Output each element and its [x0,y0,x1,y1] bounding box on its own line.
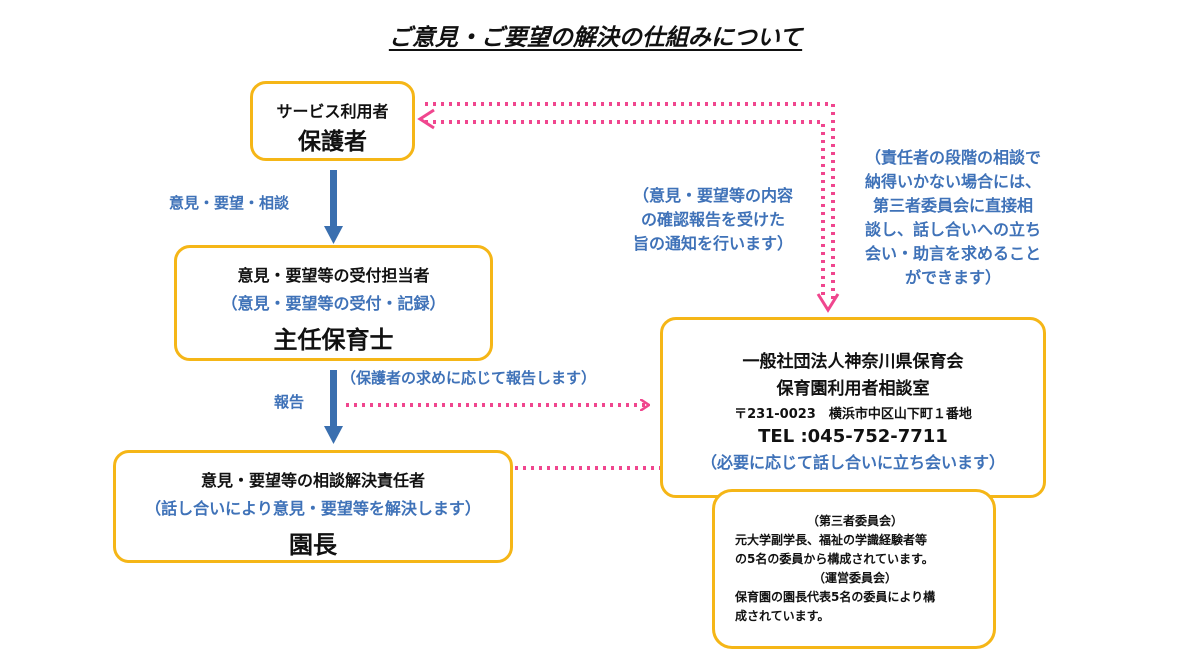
association-office: 保育園利用者相談室 [776,379,930,399]
receptionist-name: 主任保育士 [273,326,394,354]
arrow-receptionist-to-resolver [324,370,343,444]
committee-heading-operating: （運営委員会） [812,571,897,585]
note-third-party-line: （責任者の段階の相談で [864,148,1041,167]
guardian-name: 保護者 [298,129,367,155]
resolver-box: 意見・要望等の相談解決責任者 （話し合いにより意見・要望等を解決します） 園長 [113,450,513,563]
association-note: （必要に応じて話し合いに立ち会います） [700,453,1005,472]
label-report: 報告 [274,393,305,411]
resolver-role: 意見・要望等の相談解決責任者 [200,471,425,490]
receptionist-box: 意見・要望等の受付担当者 （意見・要望等の受付・記録） 主任保育士 [174,245,493,361]
note-third-party-line: 第三者委員会に直接相 [872,196,1033,215]
note-third-party-line: 納得いかない場合には、 [864,172,1041,191]
note-third-party-line: ができます） [904,268,1001,287]
committee-text-operating-2: 成されています。 [735,609,830,623]
note-confirm-line: 旨の通知を行います） [632,234,793,253]
association-box: 一般社団法人神奈川県保育会 保育園利用者相談室 〒231-0023 横浜市中区山… [660,317,1046,498]
arrowhead-to-guardian [417,108,435,130]
arrow-guardian-to-receptionist [324,170,343,244]
resolver-name: 園長 [289,531,337,559]
committee-text-third-party-2: の5名の委員から構成されています。 [735,552,934,566]
association-tel: TEL :045-752-7711 [758,426,948,447]
resolver-duty: （話し合いにより意見・要望等を解決します） [145,499,481,518]
guardian-box: サービス利用者 保護者 [250,81,415,161]
committee-text-operating-1: 保育園の園長代表5名の委員により構 [735,590,936,604]
committee-text-third-party-1: 元大学副学長、福祉の学識経験者等 [735,533,928,547]
receptionist-duty: （意見・要望等の受付・記録） [221,294,446,313]
label-report-note: （保護者の求めに応じて報告します） [341,369,597,387]
arrowhead-to-association-top [816,293,840,313]
association-address: 〒231-0023 横浜市中区山下町１番地 [734,407,972,422]
note-confirm-line: の確認報告を受けた [640,210,785,229]
note-third-party: （責任者の段階の相談で 納得いかない場合には、 第三者委員会に直接相 談し、話し… [836,146,1070,290]
note-confirm-line: （意見・要望等の内容 [632,186,793,205]
note-confirm: （意見・要望等の内容 の確認報告を受けた 旨の通知を行います） [608,184,818,256]
label-opinion: 意見・要望・相談 [169,194,290,212]
committee-box: （第三者委員会） 元大学副学長、福祉の学識経験者等 の5名の委員から構成されてい… [712,489,996,649]
note-third-party-line: 会い・助言を求めること [864,244,1041,263]
page-title: ご意見・ご要望の解決の仕組みについて [388,25,803,51]
dotted-feedback-to-guardian [425,102,835,300]
receptionist-role: 意見・要望等の受付担当者 [237,266,430,285]
association-org: 一般社団法人神奈川県保育会 [742,352,964,372]
committee-heading-third-party: （第三者委員会） [806,514,903,528]
guardian-role: サービス利用者 [276,102,389,121]
note-third-party-line: 談し、話し合いへの立ち [864,220,1041,239]
